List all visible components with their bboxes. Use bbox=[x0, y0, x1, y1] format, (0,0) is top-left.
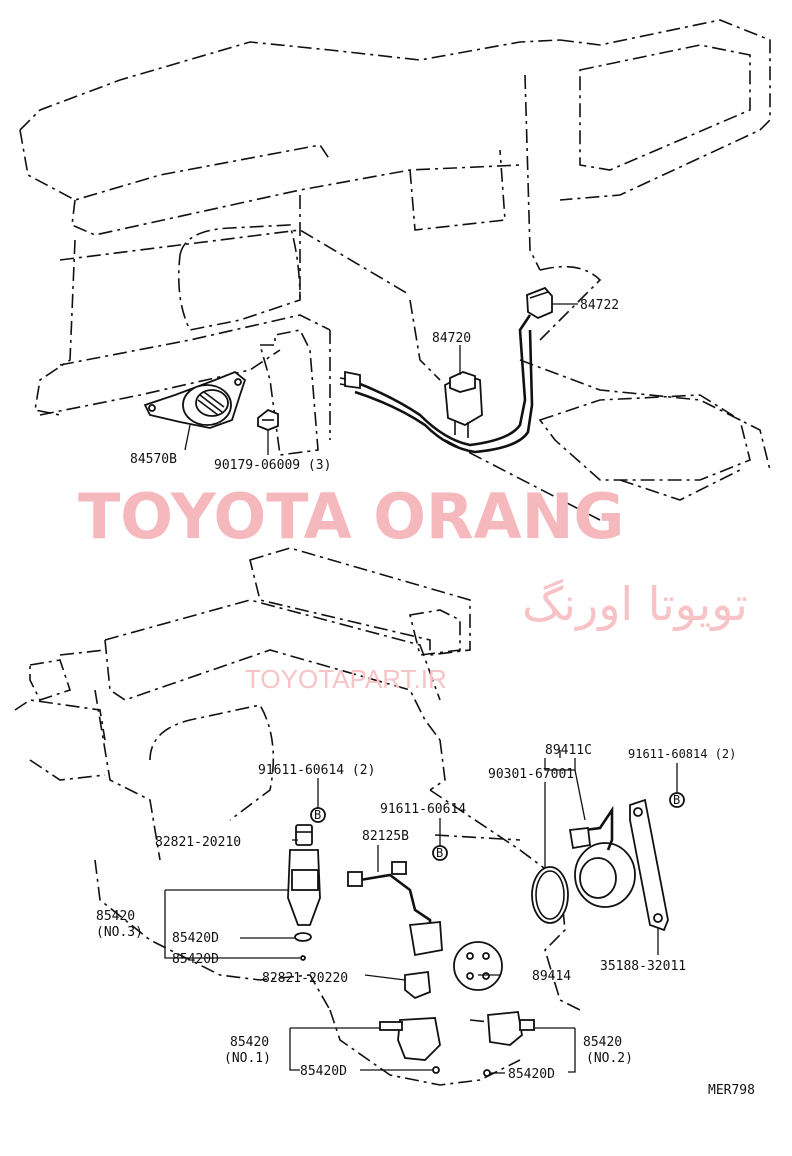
part-85420-injector-no3 bbox=[287, 849, 321, 961]
label-85420D-4: 85420D bbox=[508, 1067, 555, 1082]
dashboard-outline bbox=[19, 19, 771, 521]
part-82125B-harness bbox=[347, 861, 443, 957]
part-84722-connector bbox=[526, 286, 553, 320]
label-85420-no1-part: 85420 bbox=[230, 1035, 269, 1050]
watermark-brand: TOYOTA ORANG bbox=[78, 480, 624, 553]
part-labels: 84722 84720 84570B 90179-06009 (3) 89411… bbox=[96, 298, 755, 1098]
top-leaders bbox=[184, 303, 578, 455]
label-85420-no3-position: (NO.3) bbox=[96, 925, 143, 940]
label-84570B: 84570B bbox=[130, 452, 177, 467]
label-85420-no2-part: 85420 bbox=[583, 1035, 622, 1050]
part-89414-rotor bbox=[453, 941, 503, 991]
label-85420D-3: 85420D bbox=[300, 1064, 347, 1079]
watermark-persian: تویوتا اورنگ bbox=[522, 577, 748, 632]
harness-84720 bbox=[339, 314, 534, 454]
bolt-b-2-letter: B bbox=[436, 846, 443, 860]
watermark-url: TOYOTAPART.IR bbox=[245, 664, 447, 694]
label-82821-20210: 82821-20210 bbox=[155, 835, 241, 850]
label-85420D-2: 85420D bbox=[172, 952, 219, 967]
label-91611-60614: 91611-60614 bbox=[380, 802, 466, 817]
label-82125B: 82125B bbox=[362, 829, 409, 844]
label-89414: 89414 bbox=[532, 969, 571, 984]
watermark: TOYOTA ORANG تویوتا اورنگ TOYOTAPART.IR bbox=[78, 480, 748, 694]
part-85420-injector-no2 bbox=[483, 1011, 535, 1077]
part-90301-o-ring bbox=[531, 866, 569, 924]
part-89411C-sensor bbox=[568, 805, 636, 908]
part-82821-20220-connector bbox=[404, 970, 431, 1000]
label-89411C: 89411C bbox=[545, 743, 592, 758]
part-84720-relay bbox=[444, 371, 483, 438]
label-90179-06009: 90179-06009 (3) bbox=[214, 458, 331, 473]
label-91611-60814: 91611-60814 (2) bbox=[628, 747, 736, 761]
part-82821-20210-connector bbox=[295, 824, 313, 846]
bottom-leaders bbox=[164, 750, 678, 1074]
part-84570B-bracket bbox=[143, 370, 247, 429]
part-90179-nut bbox=[257, 408, 279, 431]
part-85420-injector-no1 bbox=[379, 1017, 441, 1074]
label-85420-no3-part: 85420 bbox=[96, 909, 135, 924]
bolt-b-1-letter: B bbox=[314, 808, 321, 822]
diagram-code: MER798 bbox=[708, 1083, 755, 1098]
label-84722: 84722 bbox=[580, 298, 619, 313]
engine-outline bbox=[14, 547, 581, 1086]
label-85420D-1: 85420D bbox=[172, 931, 219, 946]
label-85420-no2-position: (NO.2) bbox=[586, 1051, 633, 1066]
label-84720: 84720 bbox=[432, 331, 471, 346]
bolt-b-3-letter: B bbox=[673, 793, 680, 807]
label-90301-67001: 90301-67001 bbox=[488, 767, 574, 782]
label-85420-no1-position: (NO.1) bbox=[224, 1051, 271, 1066]
label-82821-20220: 82821-20220 bbox=[262, 971, 348, 986]
label-35188-32011: 35188-32011 bbox=[600, 959, 686, 974]
label-91611-60614-2: 91611-60614 (2) bbox=[258, 763, 375, 778]
part-35188-32011-bracket bbox=[629, 798, 669, 932]
